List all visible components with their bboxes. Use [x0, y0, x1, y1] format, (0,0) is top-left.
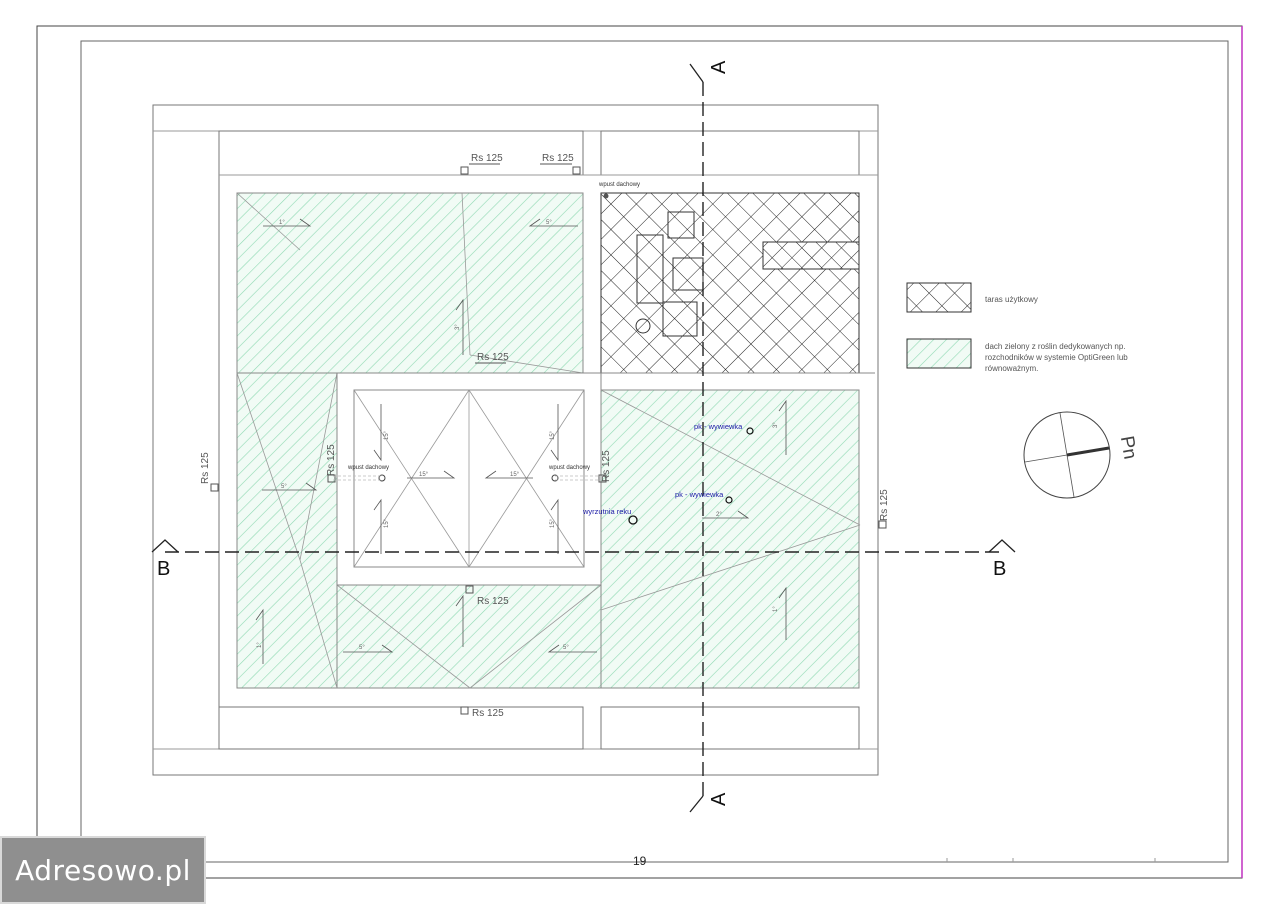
- section-mark-b-left: B: [157, 558, 170, 580]
- slope-label: 15°: [550, 430, 556, 440]
- drain-label: Rs 125: [477, 352, 509, 363]
- slope-label: 15°: [510, 472, 520, 478]
- section-mark-a-top: A: [708, 60, 730, 74]
- green-roof-right: [600, 389, 860, 689]
- slope-label: 15°: [384, 518, 390, 528]
- vent-label: pk - wywiewka: [694, 422, 743, 431]
- section-mark-a-bottom: A: [708, 792, 730, 806]
- vent-icon: [725, 496, 733, 504]
- legend-green-roof-line: rozchodników w systemie OptiGreen lub: [985, 353, 1128, 362]
- sheet-inner-frame: [80, 40, 1229, 863]
- section-mark-b-right: B: [993, 558, 1006, 580]
- vent-icon: [746, 427, 754, 435]
- legend-green-roof-line: dach zielony z roślin dedykowanych np.: [985, 342, 1126, 351]
- roof-inlet-icon: [378, 474, 386, 482]
- north-label: Pn: [1116, 434, 1141, 461]
- top-left-parapet: [218, 130, 584, 176]
- launcher-icon: [628, 515, 638, 525]
- page-number: 19: [633, 854, 647, 868]
- slope-label: 5°: [546, 220, 552, 226]
- legend-green-roof-line: równoważnym.: [985, 364, 1038, 373]
- slope-label: 3°: [773, 422, 779, 428]
- inlet-label: wpust dachowy: [347, 465, 389, 471]
- terrace-stair: [762, 241, 860, 270]
- drain-label: Rs 125: [601, 450, 612, 482]
- drain-label: Rs 125: [542, 153, 574, 164]
- drain-label: Rs 125: [200, 452, 211, 484]
- roof-inlet-icon: [603, 193, 609, 199]
- slope-label: 2°: [716, 512, 722, 518]
- watermark-logo: Adresowo.pl: [0, 836, 206, 904]
- watermark-text: Adresowo.pl: [15, 853, 191, 887]
- legend-swatch-green-roof: [906, 338, 972, 369]
- north-arrow-icon: [1023, 411, 1111, 499]
- inlet-label: wpust dachowy: [548, 465, 590, 471]
- launcher-label: wyrzutnia reku: [582, 507, 631, 516]
- bottom-left-parapet: [218, 706, 584, 750]
- terrace-skylights: [636, 211, 704, 337]
- inlet-label: wpust dachowy: [598, 182, 640, 188]
- drain-label: Rs 125: [879, 489, 890, 521]
- slope-label: 3°: [455, 324, 461, 330]
- roof-inlet-icon: [551, 474, 559, 482]
- slope-label: 15°: [550, 518, 556, 528]
- slope-label: 5°: [281, 484, 287, 490]
- legend-terrace-label: taras użytkowy: [985, 295, 1038, 304]
- drain-label: Rs 125: [471, 153, 503, 164]
- slope-label: 15°: [419, 472, 429, 478]
- slope-label: 1°: [773, 606, 779, 612]
- building-outline: [152, 104, 879, 776]
- vent-label: pk - wywiewka: [675, 490, 724, 499]
- drain-label: Rs 125: [472, 708, 504, 719]
- terrace-area: [600, 192, 860, 374]
- green-roof-left: [236, 372, 338, 689]
- slope-label: 1°: [279, 220, 285, 226]
- slope-label: 5°: [563, 645, 569, 651]
- slope-label: 5°: [359, 645, 365, 651]
- bottom-right-parapet: [600, 706, 860, 750]
- drain-label: Rs 125: [326, 444, 337, 476]
- green-roof-bottom: [336, 584, 602, 689]
- top-right-parapet: [600, 130, 860, 176]
- legend-swatch-terrace: [906, 282, 972, 313]
- green-roof-top-left: [236, 192, 584, 374]
- slope-label: 15°: [384, 430, 390, 440]
- drain-label: Rs 125: [477, 596, 509, 607]
- slope-label: 1°: [257, 642, 263, 648]
